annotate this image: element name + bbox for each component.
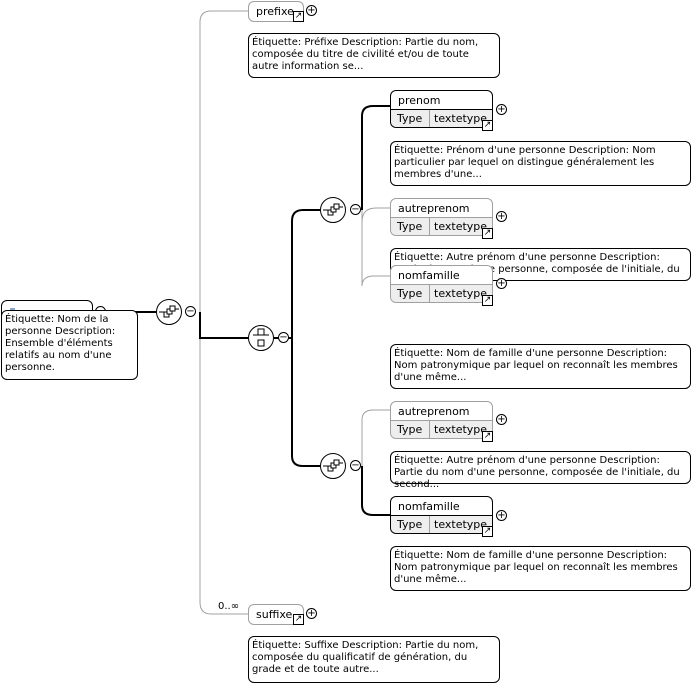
- nomfamille-2-annotation: Étiquette: Nom de famille d'une personne…: [390, 546, 691, 591]
- type-value: textetype: [434, 287, 488, 300]
- choice-compositor[interactable]: [248, 325, 274, 351]
- element-name: nomfamille: [398, 269, 460, 282]
- sequence-compositor[interactable]: [320, 453, 346, 479]
- arrow-link-icon[interactable]: ↗: [482, 295, 493, 306]
- type-row: Type textetype: [391, 515, 492, 533]
- autreprenom-2-annotation: Étiquette: Autre prénom d'une personne D…: [390, 451, 691, 490]
- type-label: Type: [397, 287, 423, 300]
- element-nomfamille[interactable]: nomfamille Type textetype ↗: [390, 265, 493, 306]
- arrow-link-icon[interactable]: ↗: [482, 431, 493, 442]
- type-value: textetype: [434, 518, 488, 531]
- type-label: Type: [397, 518, 423, 531]
- root-annotation: Étiquette: Nom de la personne Descriptio…: [1, 310, 138, 380]
- sequence-compositor-icon: [323, 203, 343, 216]
- element-name: autreprenom: [398, 405, 470, 418]
- plus-icon[interactable]: +: [496, 278, 507, 289]
- sequence-compositor-icon: [159, 305, 179, 318]
- occurrence-label: 0..∞: [218, 601, 240, 612]
- prefixe-annotation: Étiquette: Préfixe Description: Partie d…: [248, 33, 500, 78]
- element-prenom[interactable]: prenom Type textetype ↗: [390, 90, 493, 131]
- element-name: prenom: [398, 94, 441, 107]
- arrow-link-icon[interactable]: ↗: [482, 526, 493, 537]
- suffixe-annotation: Étiquette: Suffixe Description: Partie d…: [248, 636, 500, 683]
- type-label: Type: [397, 112, 423, 125]
- arrow-link-icon[interactable]: ↗: [293, 614, 304, 625]
- element-nomfamille-2[interactable]: nomfamille Type textetype ↗: [390, 496, 493, 537]
- type-row: Type textetype: [391, 284, 492, 302]
- collapse-icon[interactable]: −: [278, 332, 289, 343]
- collapse-icon[interactable]: −: [185, 306, 196, 317]
- sequence-compositor-icon: [323, 459, 343, 472]
- element-name: autreprenom: [398, 202, 470, 215]
- plus-icon[interactable]: +: [496, 104, 507, 115]
- plus-icon[interactable]: +: [496, 414, 507, 425]
- choice-compositor-icon: [253, 328, 269, 347]
- prenom-annotation: Étiquette: Prénom d'une personne Descrip…: [390, 141, 691, 186]
- sequence-compositor[interactable]: [156, 299, 182, 325]
- plus-icon[interactable]: +: [306, 608, 317, 619]
- plus-icon[interactable]: +: [496, 211, 507, 222]
- element-autreprenom-2[interactable]: autreprenom Type textetype ↗: [390, 401, 493, 442]
- collapse-icon[interactable]: −: [350, 460, 361, 471]
- element-prefixe[interactable]: prefixe ↗: [248, 1, 304, 22]
- type-value: textetype: [434, 112, 488, 125]
- element-suffixe[interactable]: suffixe ↗: [248, 604, 304, 625]
- type-row: Type textetype: [391, 217, 492, 235]
- arrow-link-icon[interactable]: ↗: [482, 120, 493, 131]
- type-label: Type: [397, 423, 423, 436]
- element-name: suffixe: [256, 608, 293, 621]
- plus-icon[interactable]: +: [306, 5, 317, 16]
- type-value: textetype: [434, 220, 488, 233]
- type-row: Type textetype: [391, 109, 492, 127]
- type-row: Type textetype: [391, 420, 492, 438]
- arrow-link-icon[interactable]: ↗: [482, 228, 493, 239]
- element-autreprenom[interactable]: autreprenom Type textetype ↗: [390, 198, 493, 239]
- type-label: Type: [397, 220, 423, 233]
- type-value: textetype: [434, 423, 488, 436]
- nomfamille-annotation: Étiquette: Nom de famille d'une personne…: [390, 344, 691, 389]
- element-name: prefixe: [256, 5, 294, 18]
- arrow-link-icon[interactable]: ↗: [293, 11, 304, 22]
- collapse-icon[interactable]: −: [350, 204, 361, 215]
- plus-icon[interactable]: +: [496, 510, 507, 521]
- sequence-compositor[interactable]: [320, 197, 346, 223]
- element-name: nomfamille: [398, 500, 460, 513]
